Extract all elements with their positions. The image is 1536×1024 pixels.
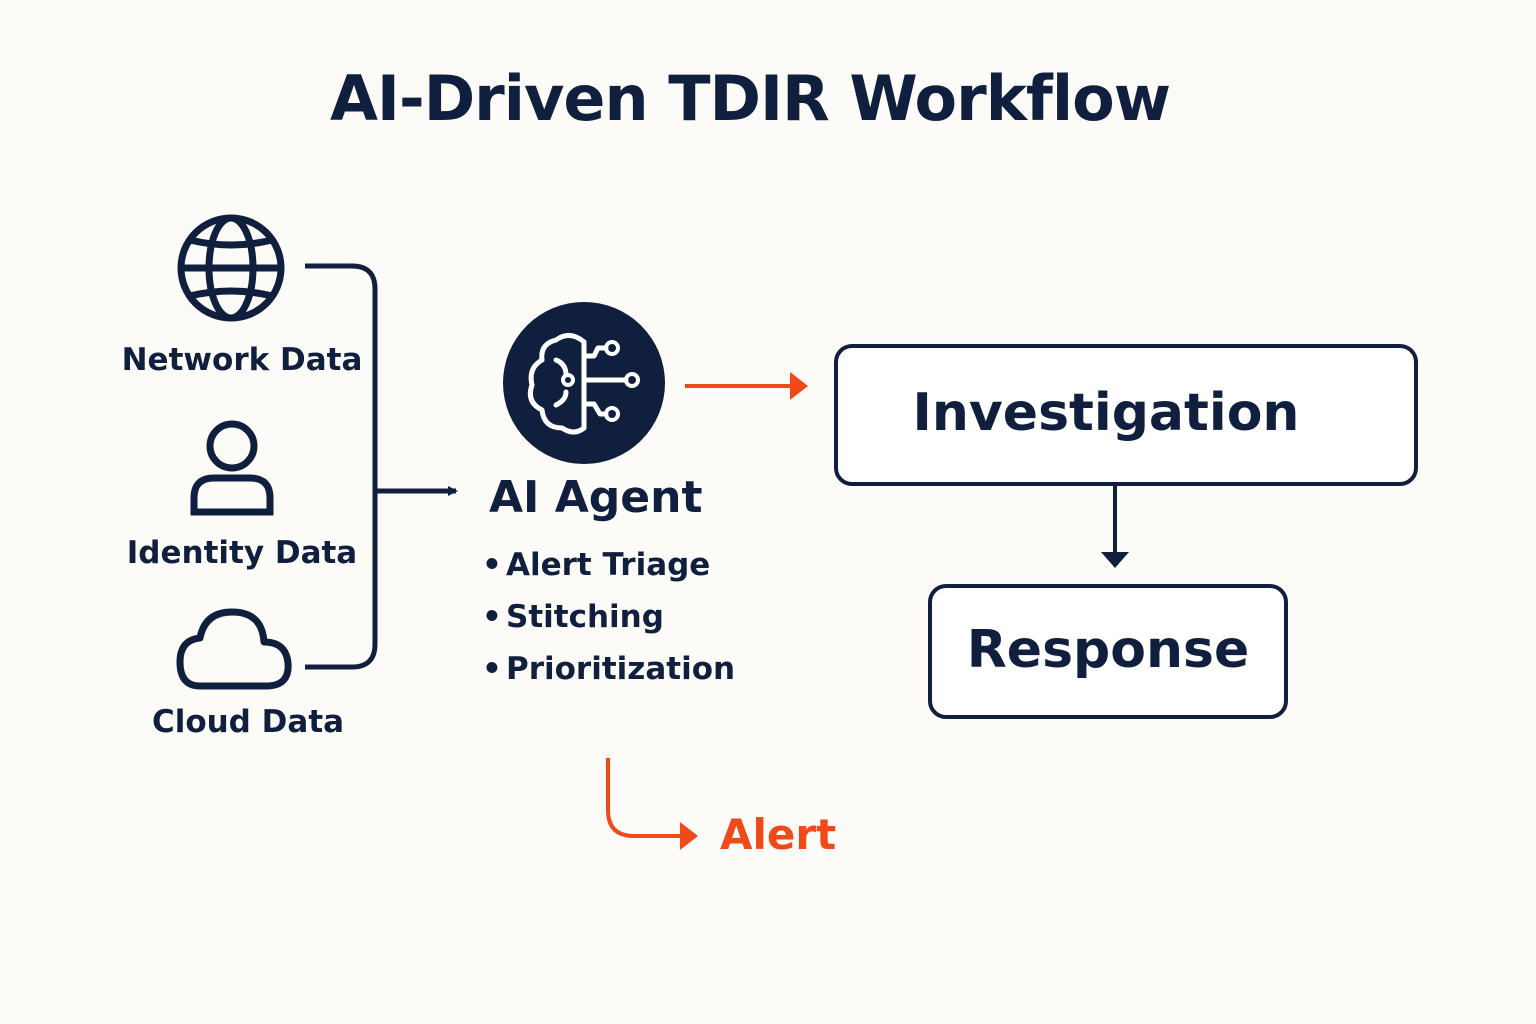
- alert-label: Alert: [720, 810, 837, 859]
- user-icon: [190, 420, 274, 516]
- source-label-identity: Identity Data: [126, 535, 358, 571]
- investigation-box: [834, 344, 1418, 486]
- globe-icon: [177, 214, 285, 322]
- ai-brain-circuit-icon: [503, 302, 665, 464]
- cloud-icon: [176, 608, 292, 690]
- source-label-cloud: Cloud Data: [151, 704, 345, 740]
- capability-item: •Stitching: [482, 599, 664, 635]
- capability-item: •Alert Triage: [482, 547, 711, 583]
- source-bracket: [305, 263, 378, 670]
- investigation-label: Investigation: [912, 383, 1300, 443]
- agent-title: AI Agent: [489, 472, 703, 523]
- alert-branch-arrow: [606, 758, 684, 838]
- response-label: Response: [966, 620, 1250, 680]
- source-label-network: Network Data: [121, 342, 363, 378]
- page-title: AI-Driven TDIR Workflow: [329, 62, 1171, 135]
- agent-capabilities-list: •Alert Triage •Stitching •Prioritization: [482, 539, 735, 695]
- capability-item: •Prioritization: [482, 651, 736, 687]
- response-box: [928, 584, 1288, 719]
